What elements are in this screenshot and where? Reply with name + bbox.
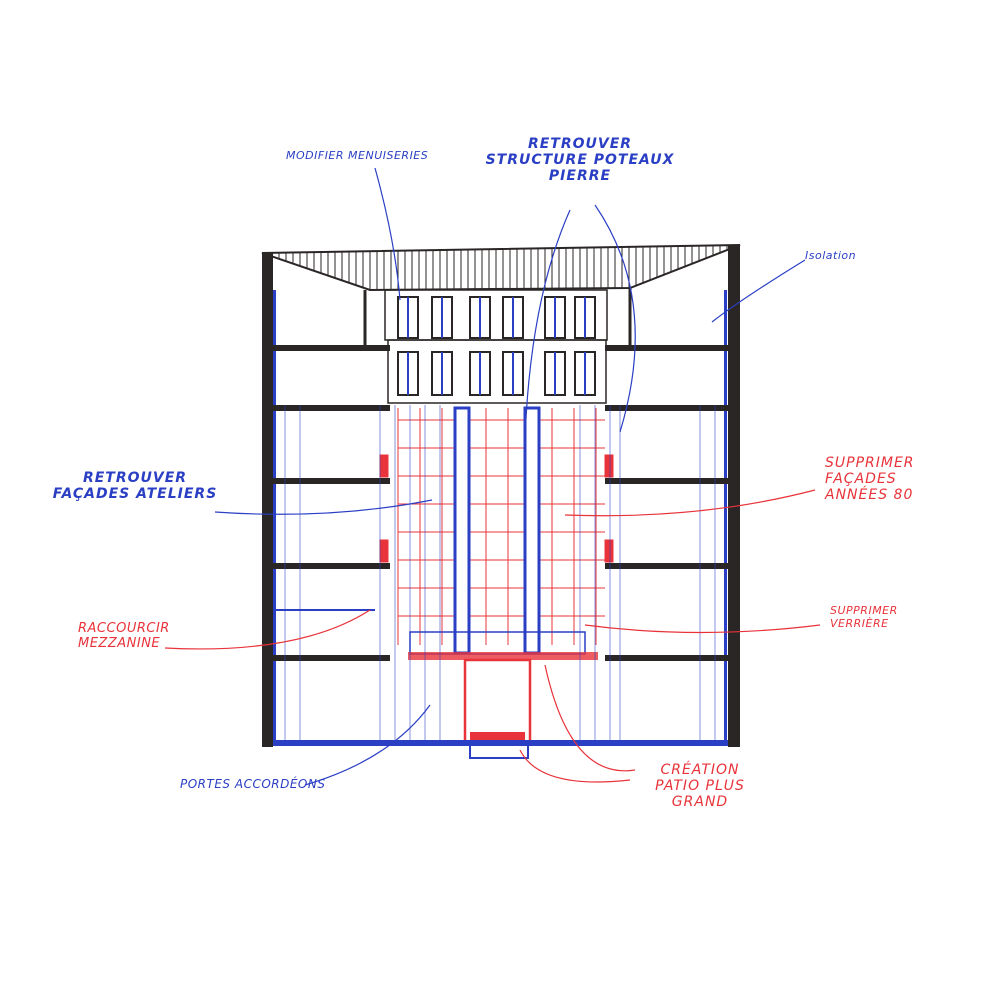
- label-line: mezzanine: [78, 635, 161, 651]
- facade-red-block: [604, 539, 614, 563]
- label-portes-accordeons: Portes accordéons: [180, 777, 326, 791]
- right-wall-insulation: [724, 290, 727, 740]
- label-line: années 80: [825, 487, 914, 504]
- right-wall: [728, 245, 740, 747]
- label-retrouver-facades: Retrouver façades ateliers: [45, 470, 225, 502]
- floor-slab-right: [605, 345, 728, 351]
- label-line: Supprimer: [830, 604, 898, 617]
- label-line: Création: [660, 762, 740, 778]
- atelier-facades-grid: [273, 408, 614, 645]
- floor-slab-left: [273, 345, 390, 351]
- label-line: verrière: [830, 616, 889, 630]
- floor-slab-right: [605, 655, 728, 661]
- label-raccourcir-mezzanine: Raccourcir mezzanine: [78, 621, 170, 652]
- floor-slab-left: [273, 563, 390, 569]
- floor-slab-left: [273, 478, 390, 484]
- left-wall-insulation: [273, 290, 276, 740]
- upper-tower: [363, 288, 632, 404]
- label-modifier-menuiseries: Modifier menuiseries: [286, 149, 429, 162]
- label-line: Retrouver: [527, 136, 633, 152]
- roof: [261, 244, 741, 292]
- label-supprimer-verriere: Supprimer verrière: [830, 604, 898, 630]
- left-wall: [262, 253, 273, 747]
- label-isolation: Isolation: [805, 249, 857, 262]
- label-line: Retrouver: [82, 470, 188, 486]
- leader-lines: [164, 167, 821, 786]
- label-line: pierre: [548, 168, 612, 185]
- label-retrouver-structure: Retrouver structure poteaux pierre: [480, 136, 680, 184]
- facade-red-block: [379, 454, 389, 478]
- floor-slabs: [273, 345, 728, 746]
- floor-slab-right: [605, 405, 728, 411]
- accordion-doors: [284, 405, 716, 742]
- label-supprimer-facades: Supprimer façades années 80: [825, 455, 915, 503]
- windows: [397, 296, 596, 396]
- floor-slab-right: [605, 478, 728, 484]
- label-line: Supprimer: [825, 455, 915, 471]
- label-line: structure poteaux: [485, 152, 675, 169]
- stone-columns: [453, 406, 541, 655]
- patio: [273, 631, 728, 759]
- label-line: Raccourcir: [78, 621, 170, 636]
- label-line: façades ateliers: [52, 486, 218, 503]
- label-creation-patio: Création patio plus grand: [625, 762, 775, 810]
- floor-slab-left: [273, 405, 390, 411]
- label-line: patio plus grand: [655, 778, 745, 811]
- facade-red-block: [379, 539, 389, 563]
- label-line: façades: [825, 471, 897, 488]
- floor-slab-left: [273, 655, 390, 661]
- facade-red-block: [604, 454, 614, 478]
- floor-slab-right: [605, 563, 728, 569]
